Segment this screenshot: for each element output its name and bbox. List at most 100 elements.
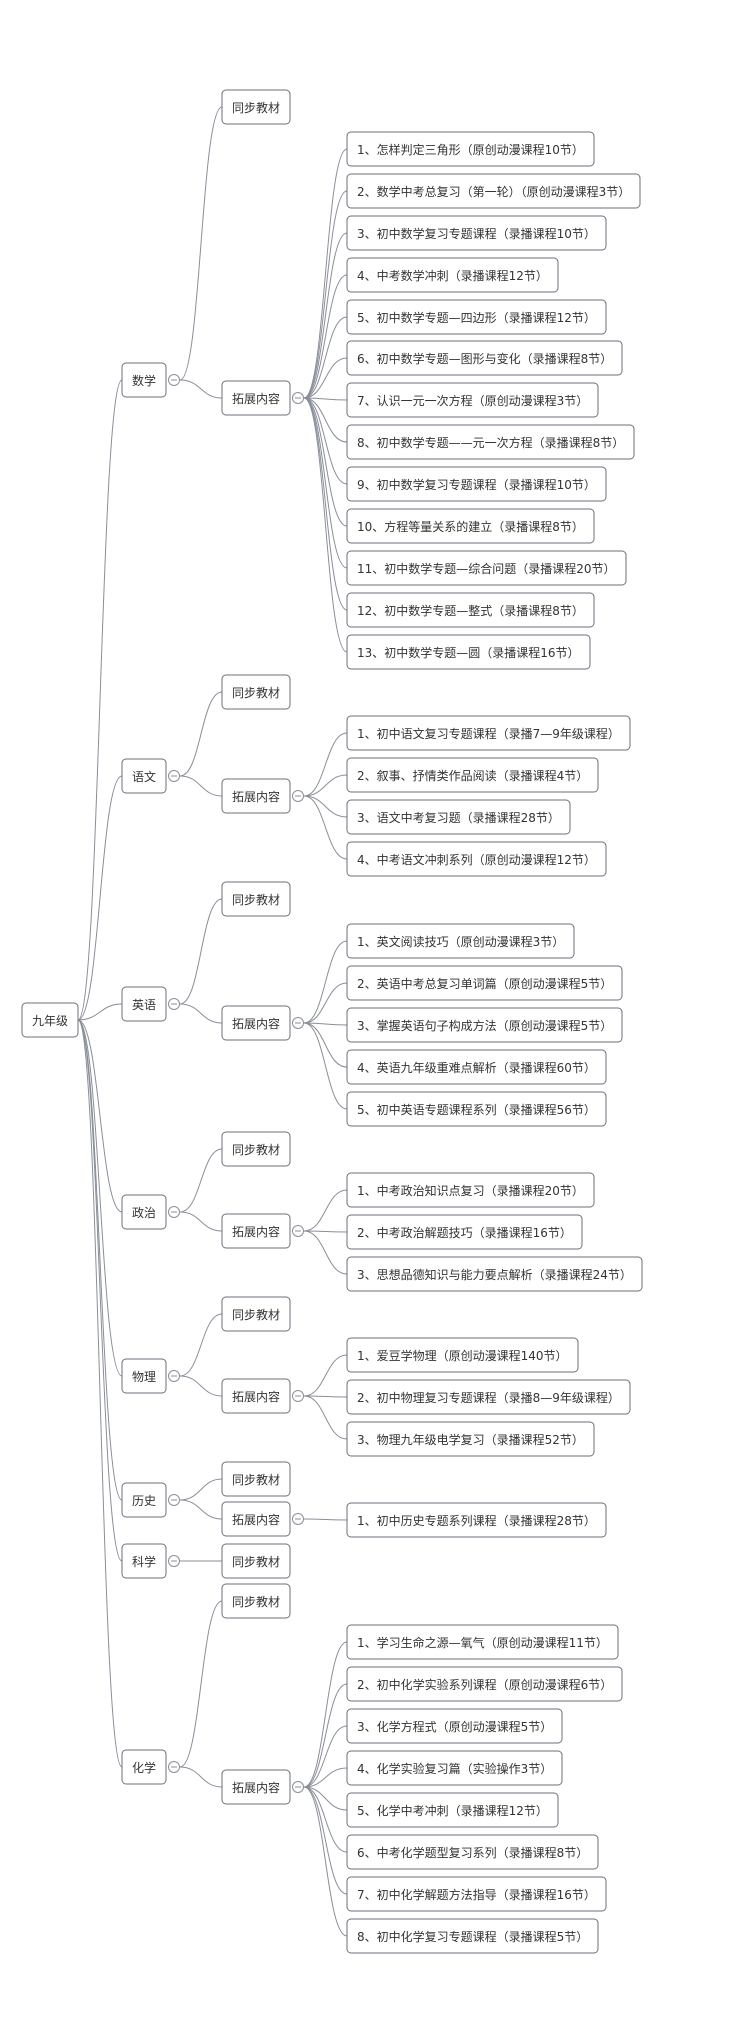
connector-ext-4 [179,1375,223,1397]
course-item-0-3[interactable]: 4、中考数学冲刺（录播课程12节） [346,257,559,293]
extended-collapse-toggle-7[interactable] [292,1781,304,1793]
sync-textbook-node-1[interactable]: 同步教材 [221,674,291,710]
course-item-0-2[interactable]: 3、初中数学复习专题课程（录播课程10节） [346,215,607,251]
course-item-2-1[interactable]: 2、英语中考总复习单词篇（原创动漫课程5节） [346,965,623,1001]
course-item-1-3[interactable]: 4、中考语文冲刺系列（原创动漫课程12节） [346,841,607,877]
course-item-3-2[interactable]: 3、思想品德知识与能力要点解析（录播课程24节） [346,1256,643,1292]
course-item-7-4[interactable]: 5、化学中考冲刺（录播课程12节） [346,1792,559,1828]
course-item-0-12[interactable]: 13、初中数学专题—圆（录播课程16节） [346,634,591,670]
connector-root-1 [77,775,123,1021]
course-item-0-5[interactable]: 6、初中数学专题—图形与变化（录播课程8节） [346,340,623,376]
sync-textbook-node-5[interactable]: 同步教材 [221,1461,291,1497]
connector-item-0-12 [303,397,348,653]
subject-collapse-toggle-0[interactable] [168,374,180,386]
extended-content-node-1[interactable]: 拓展内容 [221,778,291,814]
subject-collapse-toggle-1[interactable] [168,770,180,782]
extended-content-node-3[interactable]: 拓展内容 [221,1213,291,1249]
sync-textbook-node-3-box [221,1131,291,1167]
connector-ext-3 [179,1211,223,1232]
extended-collapse-toggle-1[interactable] [292,790,304,802]
course-item-0-4[interactable]: 5、初中数学专题—四边形（录播课程12节） [346,299,607,335]
course-item-7-5-label: 6、中考化学题型复习系列（录播课程8节） [357,1845,588,1860]
subject-node-5[interactable]: 历史 [121,1482,167,1518]
subject-collapse-toggle-7[interactable] [168,1761,180,1773]
course-item-7-6[interactable]: 7、初中化学解题方法指导（录播课程16节） [346,1876,607,1912]
course-item-4-1-label: 2、初中物理复习专题课程（录播8—9年级课程） [357,1390,620,1405]
node-layer: 九年级数学同步教材拓展内容1、怎样判定三角形（原创动漫课程10节）2、数学中考总… [21,89,643,1954]
extended-collapse-toggle-2[interactable] [292,1017,304,1029]
course-item-0-4-box [346,299,607,335]
subject-node-6[interactable]: 科学 [121,1543,167,1579]
subject-node-5-label: 历史 [132,1494,156,1508]
course-item-5-0[interactable]: 1、初中历史专题系列课程（录播课程28节） [346,1502,607,1538]
course-item-2-2-label: 3、掌握英语句子构成方法（原创动漫课程5节） [357,1018,612,1033]
extended-collapse-toggle-0[interactable] [292,392,304,404]
extended-content-node-4[interactable]: 拓展内容 [221,1378,291,1414]
subject-node-0[interactable]: 数学 [121,362,167,398]
course-item-1-1[interactable]: 2、叙事、抒情类作品阅读（录播课程4节） [346,757,599,793]
course-item-2-2[interactable]: 3、掌握英语句子构成方法（原创动漫课程5节） [346,1007,623,1043]
subject-node-7[interactable]: 化学 [121,1749,167,1785]
subject-collapse-toggle-3[interactable] [168,1206,180,1218]
extended-collapse-toggle-3[interactable] [292,1225,304,1237]
subject-collapse-toggle-4[interactable] [168,1370,180,1382]
sync-textbook-node-2[interactable]: 同步教材 [221,881,291,917]
connector-root-7 [77,1019,123,1768]
course-item-7-0[interactable]: 1、学习生命之源—氧气（原创动漫课程11节） [346,1624,619,1660]
subject-node-3[interactable]: 政治 [121,1194,167,1230]
course-item-2-4[interactable]: 5、初中英语专题课程系列（录播课程56节） [346,1091,607,1127]
sync-textbook-node-0[interactable]: 同步教材 [221,89,291,125]
course-item-2-3[interactable]: 4、英语九年级重难点解析（录播课程60节） [346,1049,607,1085]
subject-node-1[interactable]: 语文 [121,758,167,794]
course-item-4-1[interactable]: 2、初中物理复习专题课程（录播8—9年级课程） [346,1379,631,1415]
course-item-0-6-label: 7、认识一元一次方程（原创动漫课程3节） [357,393,588,408]
course-item-4-0[interactable]: 1、爱豆学物理（原创动漫课程140节） [346,1337,579,1373]
course-item-7-2[interactable]: 3、化学方程式（原创动漫课程5节） [346,1708,563,1744]
subject-collapse-toggle-6[interactable] [168,1555,180,1567]
subject-node-7-box [121,1749,167,1785]
course-item-7-3[interactable]: 4、化学实验复习篇（实验操作3节） [346,1750,563,1786]
course-item-7-5[interactable]: 6、中考化学题型复习系列（录播课程8节） [346,1834,599,1870]
course-item-0-8[interactable]: 9、初中数学复习专题课程（录播课程10节） [346,466,607,502]
subject-node-4-box [121,1358,167,1394]
course-item-2-3-label: 4、英语九年级重难点解析（录播课程60节） [357,1060,596,1075]
connector-root-6 [77,1019,123,1562]
sync-textbook-node-6[interactable]: 同步教材 [221,1543,291,1579]
subject-node-2[interactable]: 英语 [121,986,167,1022]
subject-collapse-toggle-2[interactable] [168,998,180,1010]
course-item-1-2[interactable]: 3、语文中考复习题（录播课程28节） [346,799,571,835]
extended-content-node-7[interactable]: 拓展内容 [221,1769,291,1805]
course-item-0-10[interactable]: 11、初中数学专题—综合问题（录播课程20节） [346,550,627,586]
extended-content-node-2[interactable]: 拓展内容 [221,1005,291,1041]
root-node-grade9[interactable]: 九年级 [21,1002,79,1038]
course-item-0-9[interactable]: 10、方程等量关系的建立（录播课程8节） [346,508,595,544]
subject-collapse-toggle-5[interactable] [168,1494,180,1506]
course-item-0-0[interactable]: 1、怎样判定三角形（原创动漫课程10节） [346,131,595,167]
course-item-1-0[interactable]: 1、初中语文复习专题课程（录播7—9年级课程） [346,715,631,751]
course-item-2-0[interactable]: 1、英文阅读技巧（原创动漫课程3节） [346,923,575,959]
course-item-0-6[interactable]: 7、认识一元一次方程（原创动漫课程3节） [346,382,599,418]
subject-node-4[interactable]: 物理 [121,1358,167,1394]
extended-collapse-toggle-5[interactable] [292,1513,304,1525]
connector-item-5-0 [303,1518,348,1521]
extended-content-node-0[interactable]: 拓展内容 [221,380,291,416]
sync-textbook-node-3[interactable]: 同步教材 [221,1131,291,1167]
extended-content-node-5[interactable]: 拓展内容 [221,1501,291,1537]
course-item-4-2[interactable]: 3、物理九年级电学复习（录播课程52节） [346,1421,595,1457]
course-item-7-1[interactable]: 2、初中化学实验系列课程（原创动漫课程6节） [346,1666,623,1702]
extended-collapse-toggle-4[interactable] [292,1390,304,1402]
extended-content-node-4-box [221,1378,291,1414]
sync-textbook-node-7[interactable]: 同步教材 [221,1583,291,1619]
course-item-0-11[interactable]: 12、初中数学专题—整式（录播课程8节） [346,592,595,628]
connector-item-0-3 [303,274,348,399]
course-item-5-0-label: 1、初中历史专题系列课程（录播课程28节） [357,1513,596,1528]
sync-textbook-node-4[interactable]: 同步教材 [221,1296,291,1332]
course-item-7-6-box [346,1876,607,1912]
course-item-7-7[interactable]: 8、初中化学复习专题课程（录播课程5节） [346,1918,599,1954]
course-item-3-1[interactable]: 2、中考政治解题技巧（录播课程16节） [346,1214,583,1250]
course-item-3-0[interactable]: 1、中考政治知识点复习（录播课程20节） [346,1172,595,1208]
course-item-0-7[interactable]: 8、初中数学专题——元一次方程（录播课程8节） [346,424,635,460]
sync-textbook-node-4-label: 同步教材 [232,1307,280,1322]
course-item-0-1[interactable]: 2、数学中考总复习（第一轮）（原创动漫课程3节） [346,173,641,209]
extended-content-node-0-box [221,380,291,416]
